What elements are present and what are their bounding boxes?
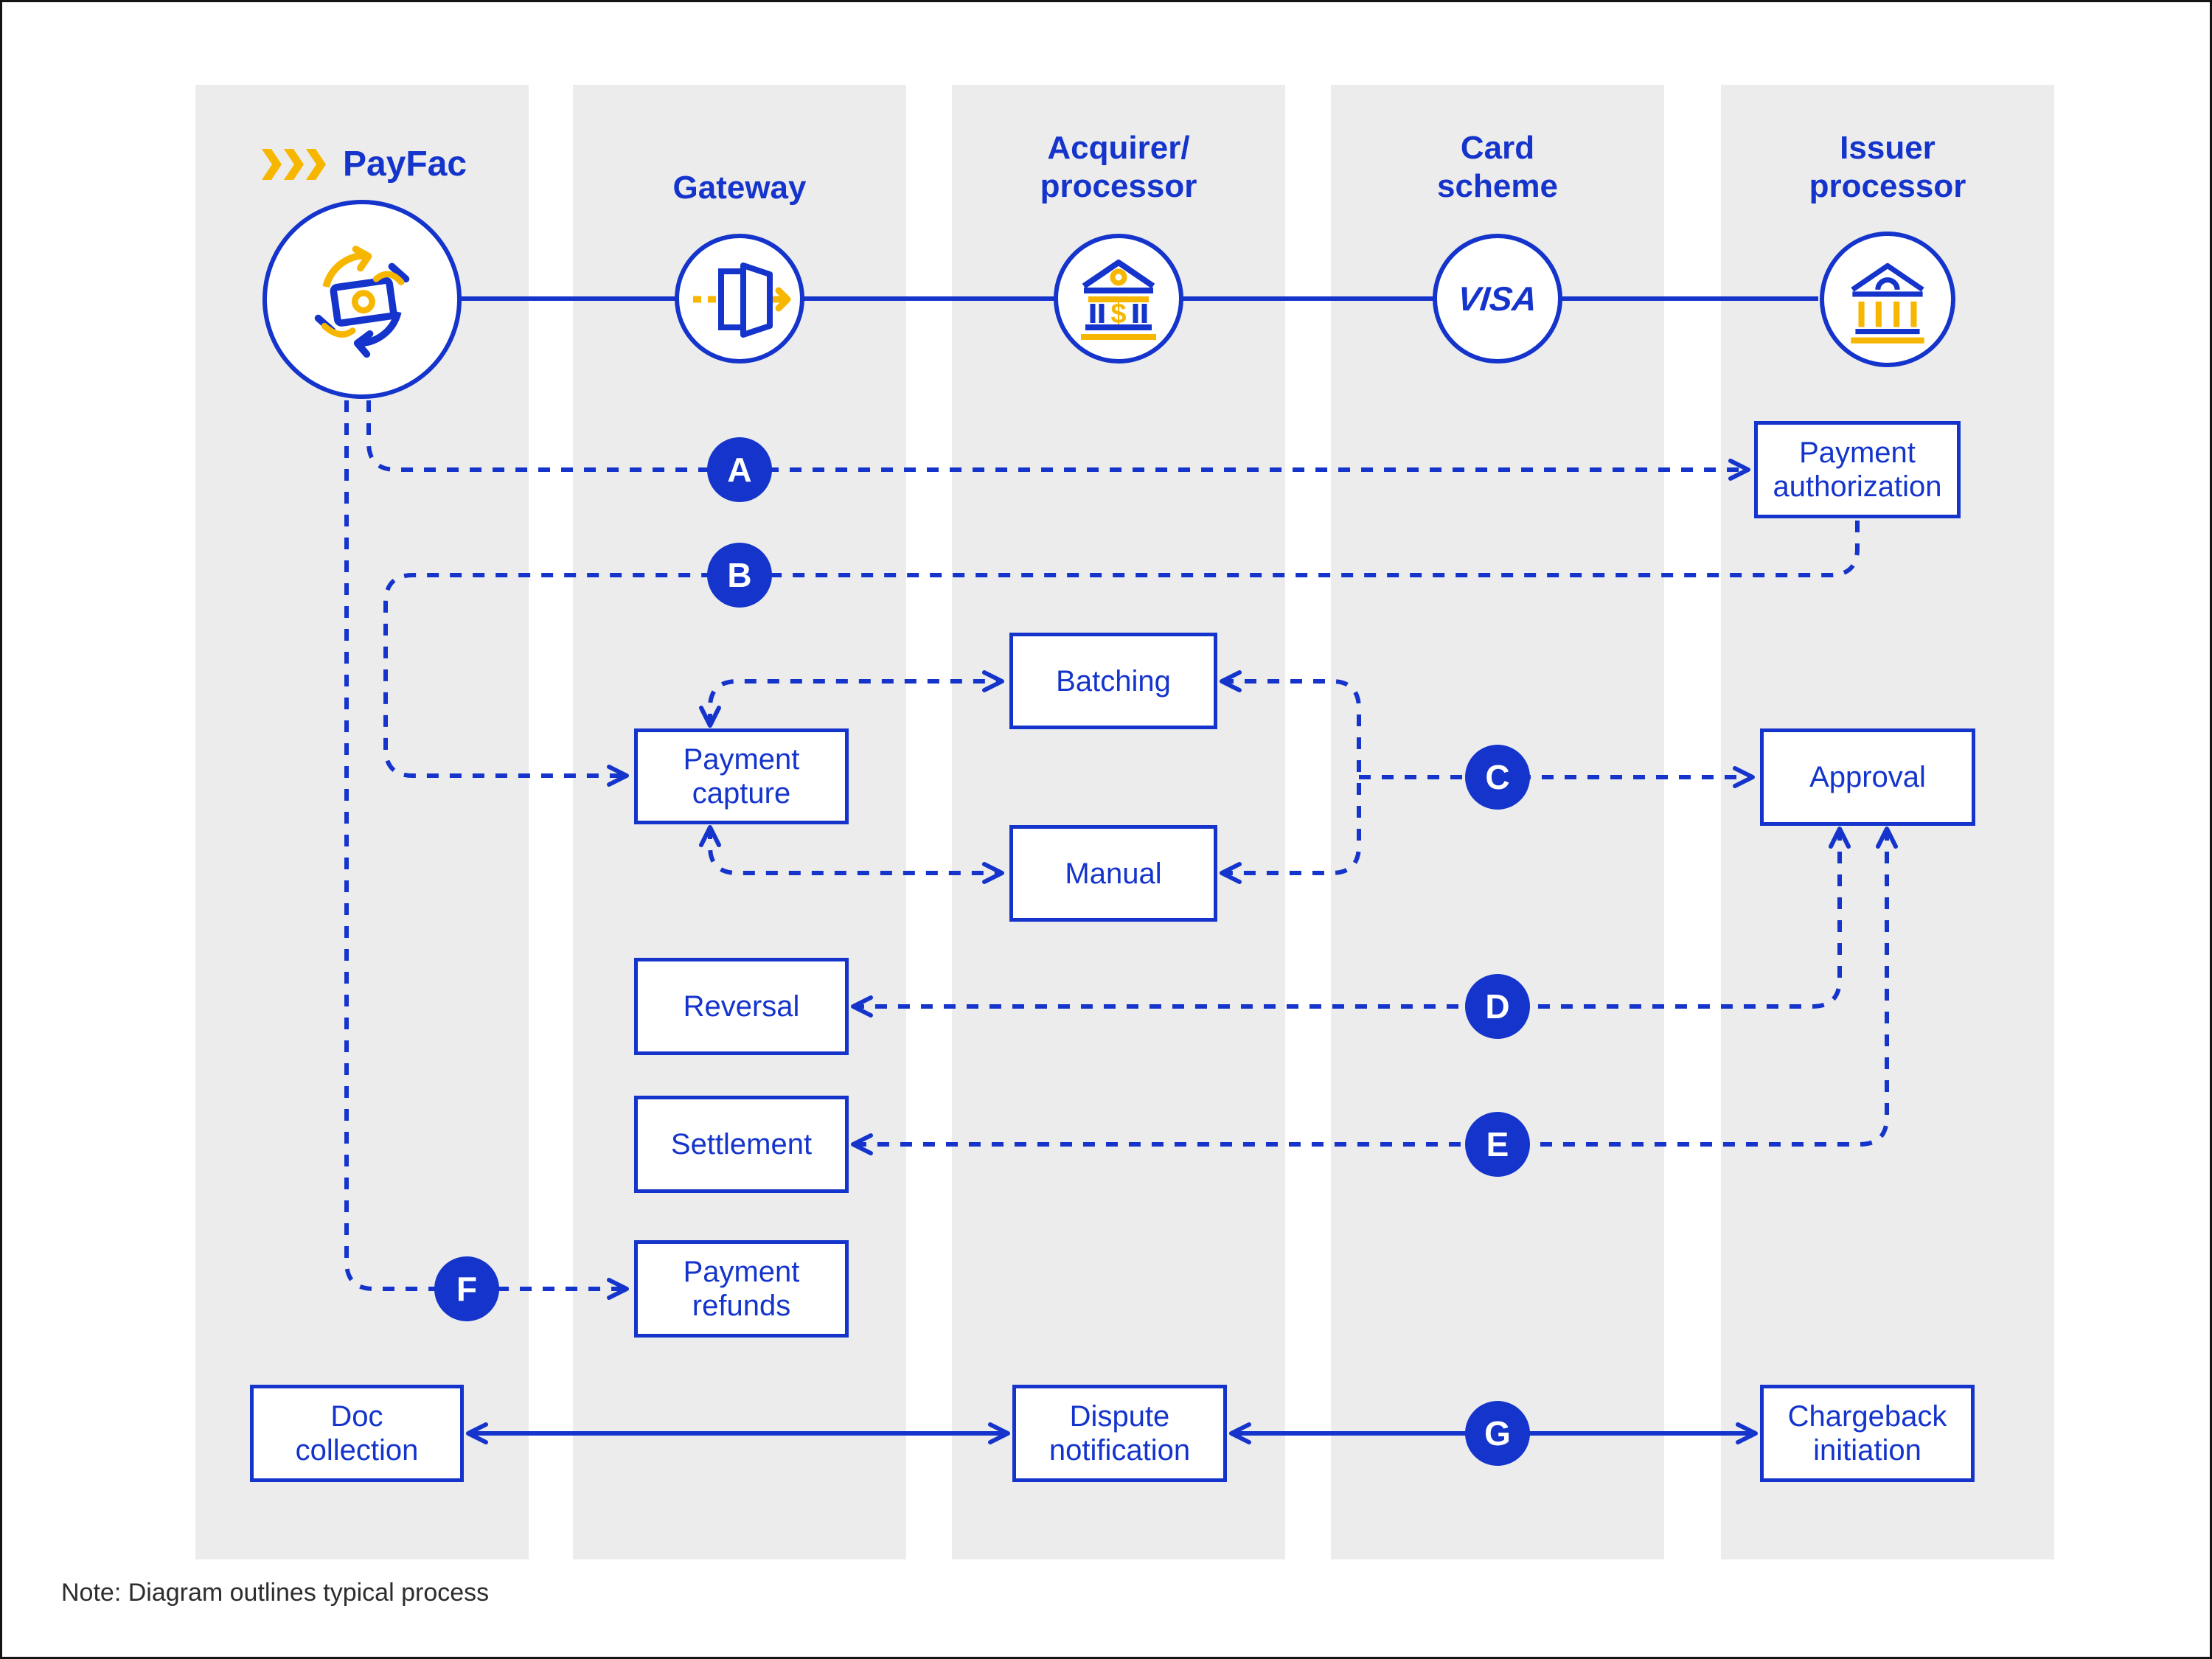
- payfac-title-label: PayFac: [343, 145, 467, 184]
- column-title-gateway: Gateway: [672, 170, 807, 206]
- badge-d: D: [1465, 974, 1530, 1039]
- column-title-card-scheme: Card scheme: [1437, 130, 1558, 204]
- box-manual: Manual: [1009, 825, 1217, 922]
- box-payment-capture: Payment capture: [634, 728, 849, 824]
- badge-c: C: [1465, 745, 1530, 810]
- box-dispute-notification: Dispute notification: [1012, 1385, 1227, 1482]
- edge-batching-manual-bracket: [1220, 670, 1361, 884]
- box-payment-refunds: Payment refunds: [634, 1240, 849, 1338]
- card-scheme-node: VISA: [1433, 234, 1562, 364]
- dollar-glyph: $: [1110, 299, 1126, 330]
- badge-b: B: [707, 543, 772, 608]
- box-doc-collection: Doc collection: [250, 1385, 464, 1482]
- footnote: Note: Diagram outlines typical process: [61, 1579, 490, 1607]
- gateway-door-icon: [693, 262, 791, 338]
- box-approval: Approval: [1760, 728, 1975, 826]
- box-chargeback-initiation: Chargeback initiation: [1760, 1385, 1975, 1482]
- edge-a-authorization: [366, 400, 1750, 481]
- gateway-node: [675, 234, 804, 364]
- edge-b-capture: [383, 521, 1860, 787]
- badge-e: E: [1465, 1112, 1530, 1177]
- acquirer-node: $: [1054, 234, 1183, 364]
- payfac-chevrons-icon: [262, 148, 326, 180]
- edge-capture-manual: [699, 825, 1004, 884]
- payfac-node: [262, 200, 462, 399]
- edge-capture-batching: [699, 670, 1004, 728]
- issuer-node: [1820, 232, 1955, 367]
- edge-f-refunds: [344, 400, 629, 1300]
- badge-g: G: [1465, 1401, 1530, 1466]
- visa-logo: VISA: [1455, 279, 1540, 318]
- box-settlement: Settlement: [634, 1096, 849, 1193]
- box-batching: Batching: [1009, 633, 1217, 729]
- box-reversal: Reversal: [634, 958, 849, 1055]
- edge-e-settlement: [851, 827, 1898, 1155]
- column-title-acquirer: Acquirer/ processor: [1040, 130, 1197, 204]
- edge-d-reversal: [851, 827, 1851, 1018]
- bank-dollar-icon: $: [1081, 260, 1156, 340]
- column-title-issuer: Issuer processor: [1809, 130, 1966, 204]
- column-title-payfac: PayFac: [262, 144, 467, 184]
- bank-building-icon: [1851, 262, 1924, 344]
- badge-a: A: [707, 437, 772, 502]
- badge-f: F: [434, 1256, 499, 1321]
- money-exchange-icon: [314, 246, 410, 358]
- box-payment-authorization: Payment authorization: [1754, 421, 1961, 518]
